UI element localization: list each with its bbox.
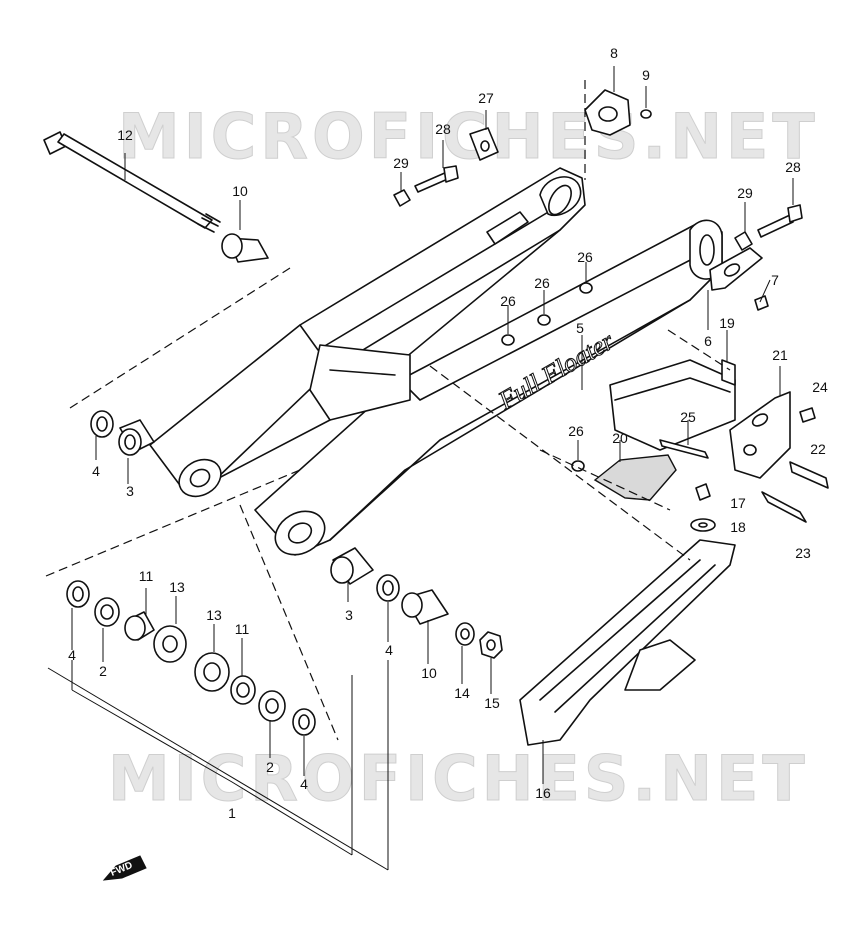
bolt-9 xyxy=(640,109,652,119)
rivet-26c xyxy=(579,282,593,294)
chain-guide-19 xyxy=(609,359,736,451)
callout-29-right: 29 xyxy=(737,185,753,201)
adjuster-plate-8 xyxy=(584,89,631,136)
callout-21: 21 xyxy=(772,347,788,363)
callout-8: 8 xyxy=(610,45,618,61)
rivet-26a xyxy=(501,334,515,346)
callout-10-lower: 10 xyxy=(421,665,437,681)
bushing-11b xyxy=(230,675,256,705)
washer-4d xyxy=(376,574,400,602)
seal-13a xyxy=(153,625,187,663)
callout-4-b: 4 xyxy=(68,647,76,663)
chain-buffer-16 xyxy=(519,539,736,746)
callout-29-left: 29 xyxy=(393,155,409,171)
callout-15: 15 xyxy=(484,695,500,711)
callout-28-left: 28 xyxy=(435,121,451,137)
callout-26-c: 26 xyxy=(577,249,593,265)
washer-4c xyxy=(292,708,316,736)
callout-16: 16 xyxy=(535,785,551,801)
callout-3-a: 3 xyxy=(126,483,134,499)
callout-25: 25 xyxy=(680,409,696,425)
adjuster-plate-6 xyxy=(709,247,763,291)
callout-7: 7 xyxy=(771,272,779,288)
callout-26-d: 26 xyxy=(568,423,584,439)
callout-27: 27 xyxy=(478,90,494,106)
bolt-23 xyxy=(761,491,807,523)
callout-14: 14 xyxy=(454,685,470,701)
watermark-top: MICROFICHES.NET xyxy=(118,100,819,173)
bolt-25 xyxy=(659,439,709,459)
callout-26-b: 26 xyxy=(534,275,550,291)
callout-1: 1 xyxy=(228,805,236,821)
callout-13-b: 13 xyxy=(206,607,222,623)
leader-lines xyxy=(47,66,794,871)
callouts: 12 10 8 9 27 28 29 28 29 7 26 26 26 5 6 … xyxy=(68,45,828,821)
callout-9: 9 xyxy=(642,67,650,83)
nut-29a xyxy=(393,189,411,207)
callout-5: 5 xyxy=(576,320,584,336)
callout-17: 17 xyxy=(730,495,746,511)
callout-2-b: 2 xyxy=(266,759,274,775)
callout-11-b: 11 xyxy=(235,621,250,637)
callout-10-upper: 10 xyxy=(232,183,248,199)
callout-26-a: 26 xyxy=(500,293,516,309)
callout-4-a: 4 xyxy=(92,463,100,479)
plate-27 xyxy=(469,127,499,161)
callout-22: 22 xyxy=(810,441,826,457)
callout-3-b: 3 xyxy=(345,607,353,623)
fwd-arrow: FWD xyxy=(102,855,147,881)
callout-24: 24 xyxy=(812,379,828,395)
pivot-shaft xyxy=(43,131,221,233)
callout-12: 12 xyxy=(117,127,133,143)
nut-29b xyxy=(734,231,753,251)
callout-13-a: 13 xyxy=(169,579,185,595)
bolt-24 xyxy=(799,407,816,423)
swingarm: Full Floater xyxy=(149,167,723,556)
callout-2-a: 2 xyxy=(99,663,107,679)
washer-4a xyxy=(90,410,114,438)
collar-upper xyxy=(221,233,269,263)
spacer-2a xyxy=(94,597,120,627)
rivet-26b xyxy=(537,314,551,326)
bolt-22 xyxy=(789,461,829,489)
callout-19: 19 xyxy=(719,315,735,331)
callout-4-c: 4 xyxy=(300,776,308,792)
callout-23: 23 xyxy=(795,545,811,561)
bolt-28b xyxy=(757,214,794,238)
nut-15 xyxy=(479,631,503,659)
callout-4-d: 4 xyxy=(385,642,393,658)
watermark-bottom: MICROFICHES.NET xyxy=(108,742,809,815)
guard-20 xyxy=(593,454,677,501)
callout-18: 18 xyxy=(730,519,746,535)
callout-20: 20 xyxy=(612,430,628,446)
washer-18 xyxy=(690,518,716,532)
guide-plate-21 xyxy=(729,391,791,479)
callout-28-right: 28 xyxy=(785,159,801,175)
washer-14 xyxy=(455,622,475,646)
bolt-17 xyxy=(695,483,711,501)
spacer-2b xyxy=(258,690,286,722)
callout-6: 6 xyxy=(704,333,712,349)
seal-13b xyxy=(194,652,230,692)
callout-11-a: 11 xyxy=(139,568,154,584)
washer-4b xyxy=(66,580,90,608)
